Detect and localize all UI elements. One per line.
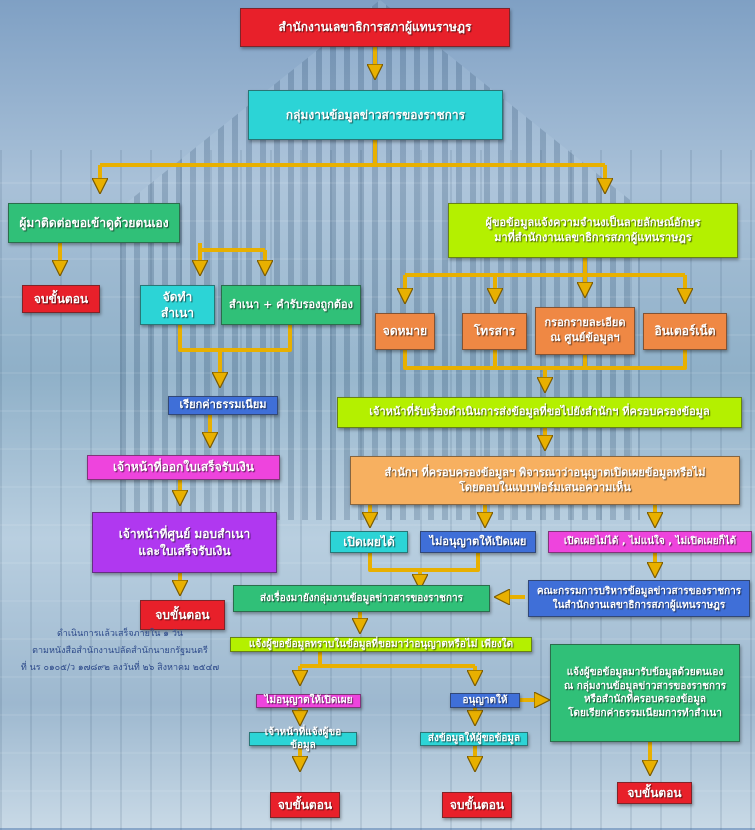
node-end-1: จบขั้นตอน bbox=[22, 285, 100, 313]
node-walk-in: ผู้มาติดต่อขอเข้าดูด้วยตนเอง bbox=[8, 203, 180, 243]
node-secretariat: สำนักงานเลขาธิการสภาผู้แทนราษฎร bbox=[240, 8, 510, 47]
node-end-4: จบขั้นตอน bbox=[442, 792, 512, 818]
node-by-internet: อินเตอร์เน็ต bbox=[643, 313, 727, 350]
node-not-allowed-1: ไม่อนุญาตให้เปิดเผย bbox=[420, 531, 536, 553]
node-end-3: จบขั้นตอน bbox=[270, 792, 340, 818]
node-not-allowed-2: ไม่อนุญาตให้เปิดเผย bbox=[256, 694, 361, 708]
node-bureau-consider: สำนักฯ ที่ครอบครองข้อมูลฯ พิจารณาว่าอนุญ… bbox=[350, 456, 740, 505]
node-committee: คณะกรรมการบริหารข้อมูลข่าวสารของราชการ ใ… bbox=[528, 580, 750, 617]
node-allowed: อนุญาตให้ bbox=[450, 693, 520, 708]
node-staff-notify: เจ้าหน้าที่แจ้งผู้ขอข้อมูล bbox=[249, 732, 357, 746]
node-by-mail: จดหมาย bbox=[375, 313, 435, 350]
node-center-deliver: เจ้าหน้าที่ศูนย์ มอบสำเนา และใบเสร็จรับเ… bbox=[92, 512, 277, 573]
node-written-request: ผู้ขอข้อมูลแจ้งความจำนงเป็นลายลักษณ์อักษ… bbox=[448, 203, 738, 258]
node-end-5: จบขั้นตอน bbox=[617, 782, 692, 804]
node-collect-fee: เรียกค่าธรรมเนียม bbox=[168, 396, 278, 415]
node-make-copy: จัดทำสำเนา bbox=[140, 285, 215, 325]
node-send-back: ส่งเรื่องมายังกลุ่มงานข้อมูลข่าวสารของรา… bbox=[233, 585, 490, 612]
node-unsure: เปิดเผยไม่ได้ , ไม่แน่ใจ , ไม่เปิดเผยก็ไ… bbox=[548, 531, 752, 553]
node-by-fax: โทรสาร bbox=[462, 313, 527, 350]
node-notify-pickup: แจ้งผู้ขอข้อมูลมารับข้อมูลด้วยตนเอง ณ กล… bbox=[550, 644, 740, 742]
node-certified-copy: สำเนา + คำรับรองถูกต้อง bbox=[221, 285, 361, 325]
processing-note: ดำเนินการแล้วเสร็จภายใน ๑ วัน ตามหนังสือ… bbox=[0, 626, 240, 677]
node-fill-form: กรอกรายละเอียด ณ ศูนย์ข้อมูลฯ bbox=[535, 307, 635, 355]
node-send-to-requester: ส่งข้อมูลให้ผู้ขอข้อมูล bbox=[420, 732, 528, 746]
node-notify-result: แจ้งผู้ขอข้อมูลทราบในข้อมูลที่ขอมาว่าอนุ… bbox=[230, 637, 532, 652]
node-info-group: กลุ่มงานข้อมูลข่าวสารของราชการ bbox=[248, 90, 503, 140]
node-staff-forward: เจ้าหน้าที่รับเรื่องดำเนินการส่งข้อมูลที… bbox=[337, 397, 742, 428]
node-issue-receipt: เจ้าหน้าที่ออกใบเสร็จรับเงิน bbox=[87, 455, 280, 480]
node-can-disclose: เปิดเผยได้ bbox=[330, 531, 408, 553]
